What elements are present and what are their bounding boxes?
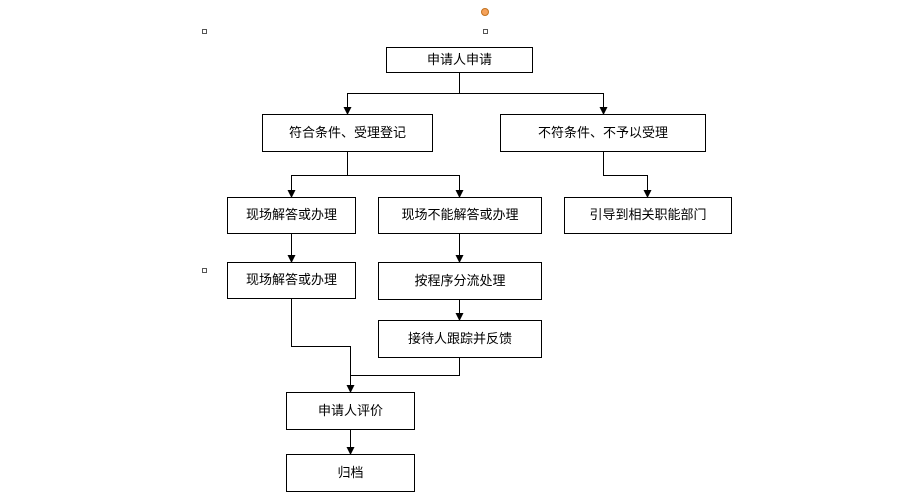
rotation-handle[interactable] [481,8,489,16]
node-accept[interactable]: 符合条件、受理登记 [262,114,433,152]
node-accept-label: 符合条件、受理登记 [288,125,406,141]
connector-accept-to-not-onsite [347,175,464,198]
node-onsite-2-label: 现场解答或办理 [245,273,337,288]
node-apply[interactable]: 申请人申请 [386,47,533,73]
node-procedure[interactable]: 按程序分流处理 [378,262,542,300]
node-reject[interactable]: 不符条件、不予以受理 [500,114,706,152]
connector-apply-to-reject [459,93,608,115]
node-onsite-1-label: 现场解答或办理 [245,208,337,223]
node-track[interactable]: 接待人跟踪并反馈 [378,320,542,358]
connector-accept-down [287,152,348,198]
connector-track-to-evaluate [350,358,460,376]
node-guide-label: 引导到相关职能部门 [589,208,707,223]
selection-handle-top[interactable] [483,29,488,34]
node-onsite-1[interactable]: 现场解答或办理 [227,197,356,234]
node-procedure-label: 按程序分流处理 [414,273,506,289]
node-evaluate-label: 申请人评价 [317,403,383,419]
selection-handle-top-left[interactable] [202,29,207,34]
connector-reject-to-guide [603,152,652,198]
connector-apply-down [343,73,460,115]
selection-handle-left[interactable] [202,268,207,273]
connector-onsite-to-evaluate [291,299,355,393]
node-track-label: 接待人跟踪并反馈 [407,331,512,347]
node-archive[interactable]: 归档 [286,454,415,492]
node-onsite-2[interactable]: 现场解答或办理 [227,262,356,299]
node-archive-label: 归档 [337,465,364,481]
node-evaluate[interactable]: 申请人评价 [286,392,415,430]
node-not-onsite-label: 现场不能解答或办理 [401,208,519,223]
node-apply-label: 申请人申请 [426,52,492,68]
node-guide[interactable]: 引导到相关职能部门 [564,197,732,234]
node-reject-label: 不符条件、不予以受理 [537,125,668,141]
node-not-onsite[interactable]: 现场不能解答或办理 [378,197,542,234]
